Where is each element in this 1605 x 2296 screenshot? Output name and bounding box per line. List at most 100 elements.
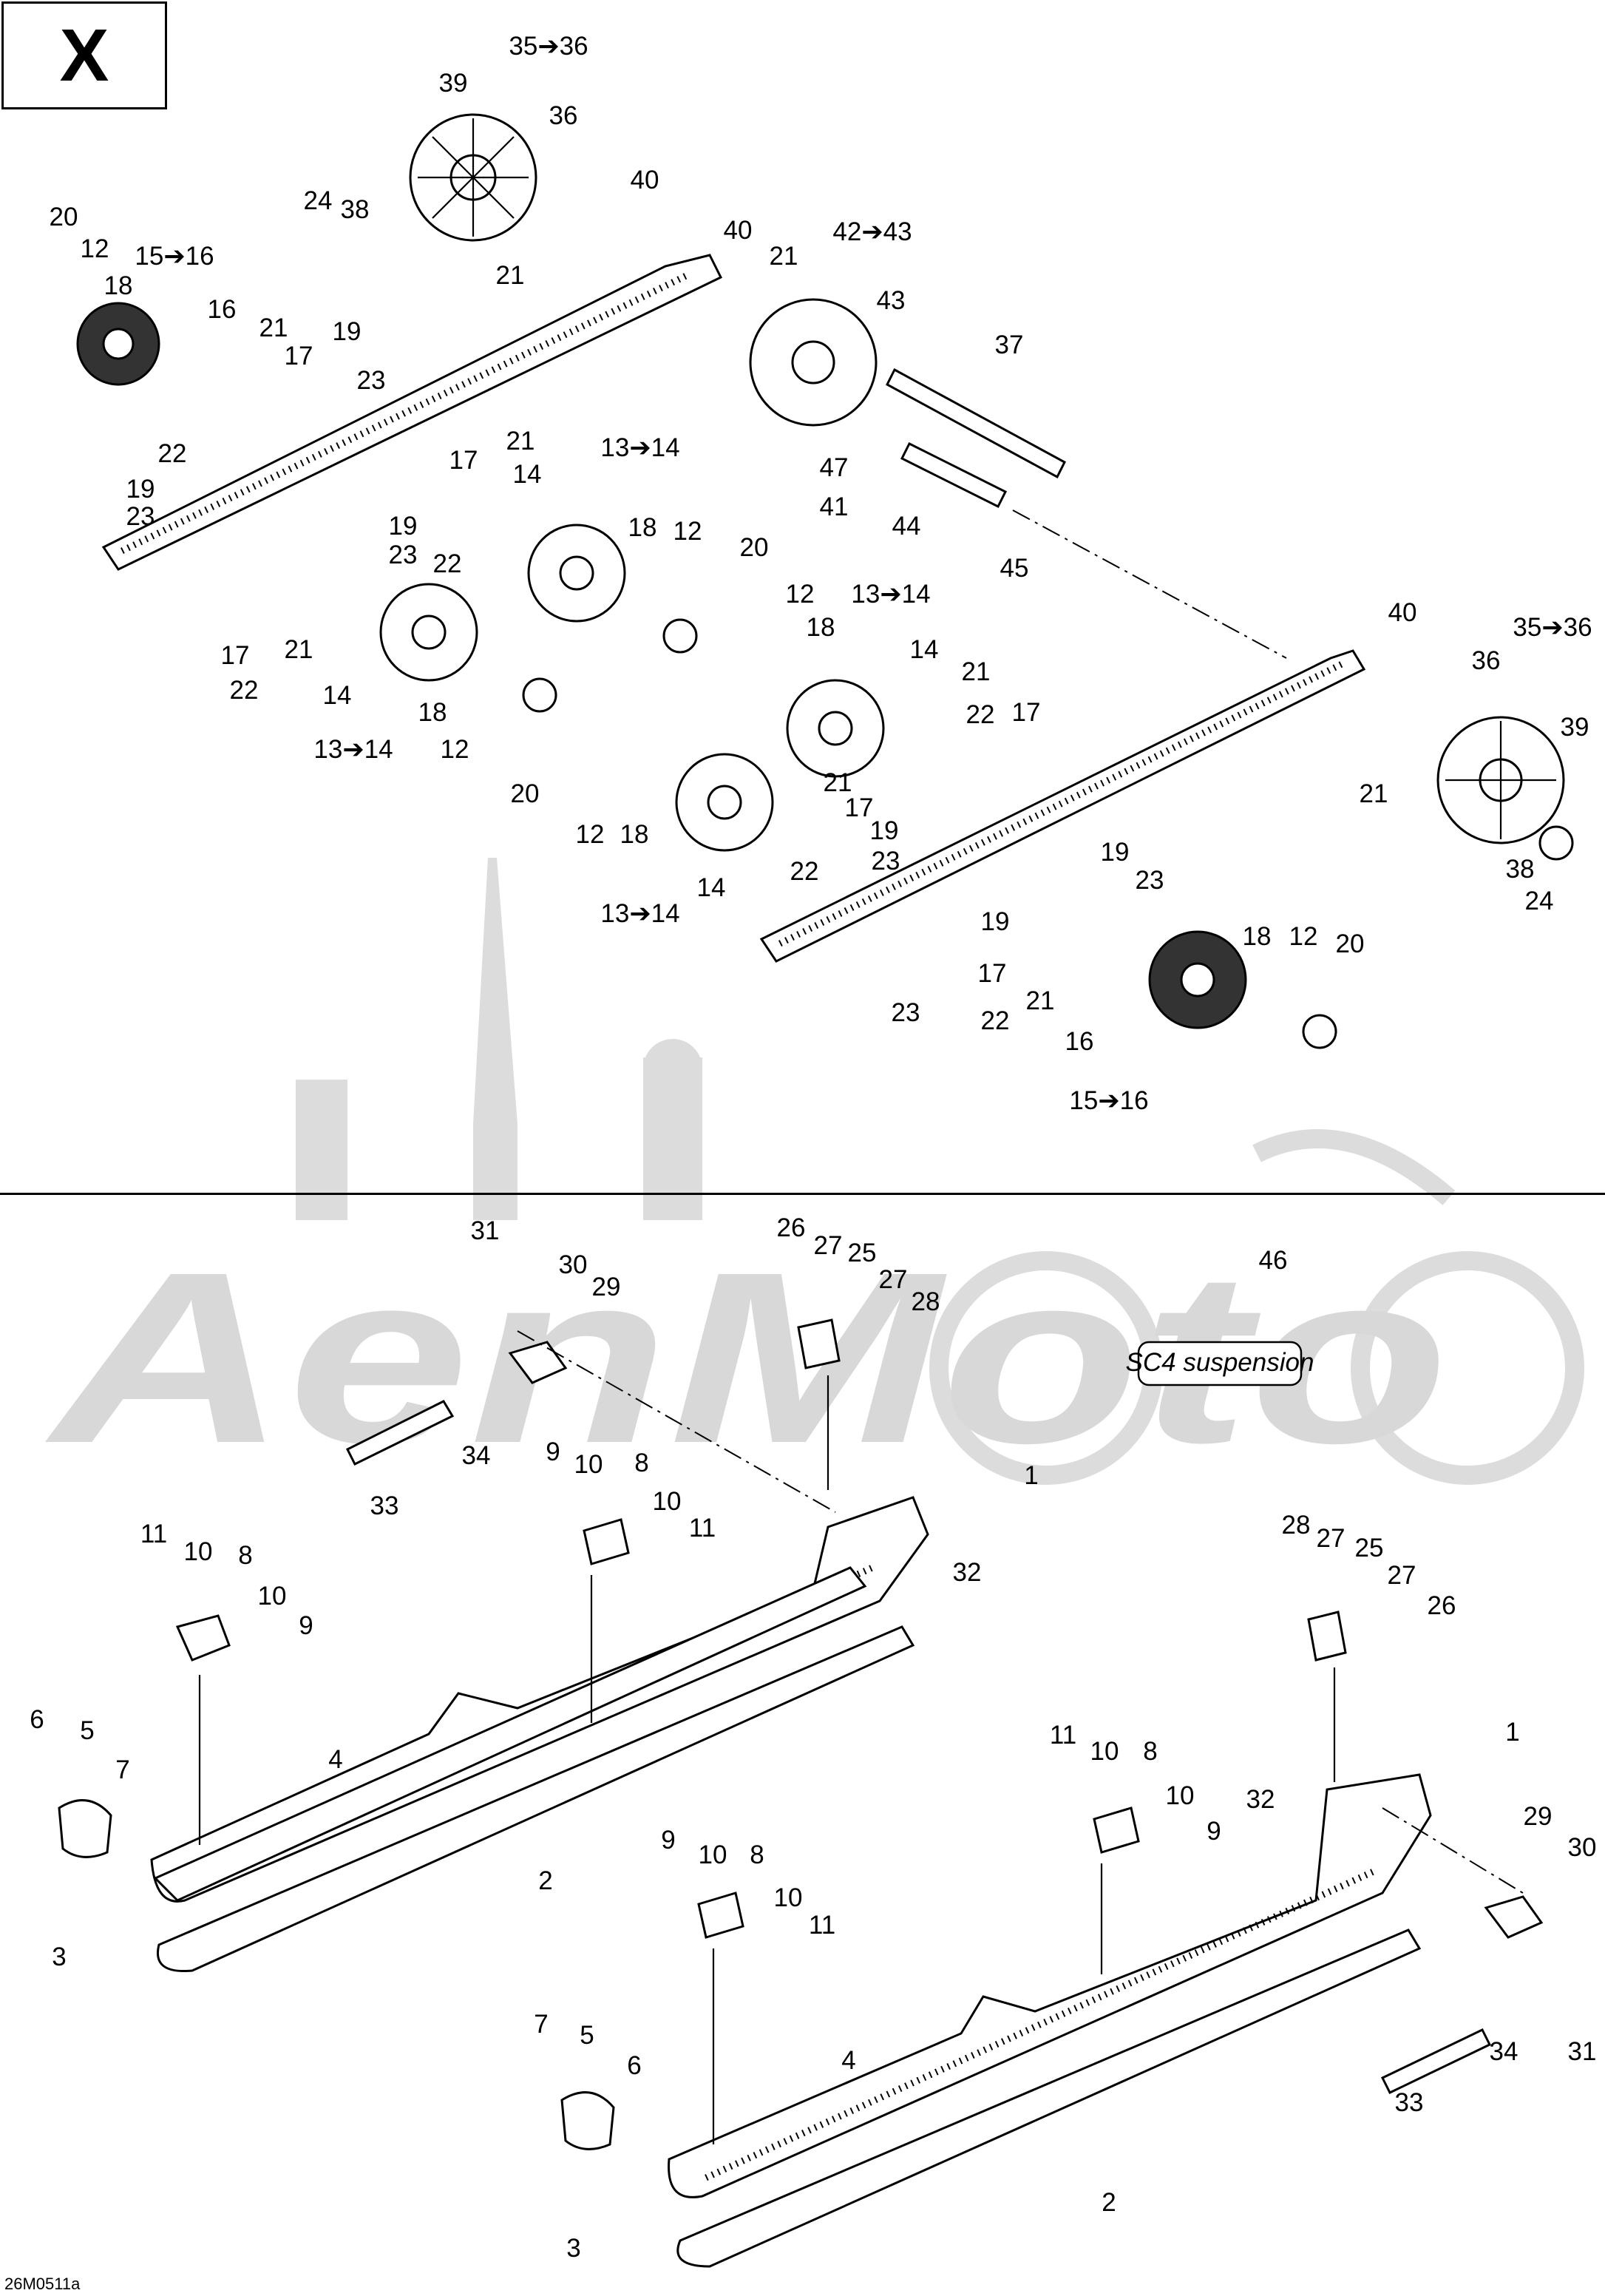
callout-label: 10: [1166, 1781, 1195, 1810]
callout-label: 20: [511, 779, 540, 808]
callout-label: 10: [774, 1883, 803, 1912]
callout-label: 32: [1246, 1785, 1275, 1814]
callout-label: 14: [910, 635, 939, 664]
section-divider: [0, 1193, 1605, 1195]
callout-label: 23: [389, 541, 418, 569]
callout-label: 17: [978, 959, 1007, 988]
bracket-29-right: [1484, 1895, 1544, 1939]
callout-label: 27: [879, 1265, 908, 1294]
callout-label: 9: [1207, 1817, 1221, 1846]
block-25-left: [797, 1318, 841, 1369]
callout-label: 22: [966, 700, 995, 729]
stopper-8-left-a: [175, 1614, 231, 1662]
wheel-13-c: [786, 679, 885, 778]
callout-label: 6: [30, 1705, 44, 1734]
callout-label: 15➔16: [135, 242, 214, 271]
callout-label: 43: [877, 286, 906, 315]
callout-label: 36: [1472, 646, 1501, 675]
callout-label: 23: [357, 366, 386, 395]
callout-label: 4: [841, 2046, 855, 2075]
callout-label: 12: [786, 580, 815, 609]
callout-label: 28: [1282, 1511, 1311, 1540]
callout-label: 33: [370, 1491, 399, 1520]
callout-label: 9: [546, 1437, 560, 1466]
block-25-right: [1307, 1611, 1347, 1662]
section-letter: X: [59, 14, 109, 97]
callout-label: 13➔14: [600, 899, 679, 928]
callout-label: 4: [328, 1745, 342, 1774]
callout-label: 26: [777, 1213, 806, 1242]
cap-20-a: [662, 618, 698, 654]
callout-label: 39: [439, 69, 468, 98]
callout-label: 38: [341, 195, 370, 224]
callout-label: 23: [1136, 866, 1164, 895]
callout-label: 19: [389, 512, 418, 541]
callout-label: 38: [1506, 855, 1535, 884]
callout-label: 2: [1102, 2188, 1116, 2217]
callout-label: 5: [580, 2021, 594, 2050]
callout-label: 20: [50, 203, 78, 231]
wheel-13-a: [527, 524, 626, 623]
callout-label: 8: [634, 1449, 648, 1477]
callout-label: 23: [892, 998, 920, 1027]
axle-centerline: [1012, 509, 1287, 659]
callout-label: 11: [1050, 1721, 1076, 1750]
lower-right-rail: [668, 1773, 1432, 2198]
callout-label: 23: [872, 847, 900, 876]
callout-label: 40: [1388, 598, 1417, 627]
callout-label: 22: [433, 549, 462, 578]
wheel-15-right: [1148, 930, 1247, 1029]
callout-label: 44: [892, 512, 921, 541]
stopper-8-left-b: [583, 1518, 630, 1565]
callout-label: 11: [689, 1514, 716, 1542]
callout-label: 17: [221, 641, 250, 670]
cap-20-b: [522, 677, 557, 713]
callout-label: 18: [628, 513, 657, 542]
lower-left-slide: [157, 1625, 915, 1973]
callout-label: 22: [790, 857, 819, 886]
cap-20-c: [1538, 825, 1574, 861]
callout-label: 36: [549, 101, 578, 130]
callout-label: 10: [258, 1582, 287, 1611]
callout-label: 16: [208, 295, 237, 324]
shaft-33-right: [1380, 2028, 1492, 2094]
callout-label: 12: [1289, 922, 1318, 951]
upper-left-rail: [101, 254, 723, 571]
callout-label: 27: [1317, 1524, 1346, 1553]
wheel-35-right: [1436, 716, 1565, 844]
callout-label: 10: [574, 1450, 603, 1479]
callout-label: 34: [1490, 2037, 1519, 2066]
wheel-15-left: [76, 302, 160, 386]
lower-right-slide: [676, 1928, 1422, 2268]
callout-label: 28: [912, 1287, 940, 1316]
callout-label: 26: [1428, 1591, 1456, 1620]
callout-label: 25: [1355, 1534, 1384, 1562]
callout-label: 21: [770, 242, 798, 271]
callout-label: 24: [304, 186, 333, 215]
callout-label: 18: [807, 613, 835, 642]
callout-label: 8: [238, 1541, 252, 1570]
callout-label: 21: [285, 635, 313, 664]
callout-label: 30: [559, 1250, 588, 1279]
callout-label: 12: [81, 234, 109, 263]
shaft-centerline-left: [517, 1330, 836, 1513]
callout-label: 20: [740, 533, 769, 562]
sc4-logo-text: SC4 suspension: [1126, 1348, 1314, 1377]
callout-label: 17: [285, 342, 313, 370]
callout-label: 23: [126, 502, 155, 531]
callout-label: 22: [981, 1006, 1010, 1035]
axle-37: [886, 368, 1066, 479]
callout-label: 12: [673, 517, 702, 546]
callout-label: 11: [140, 1520, 167, 1548]
callout-label: 39: [1561, 713, 1589, 742]
callout-label: 45: [1000, 554, 1029, 583]
cap-20-d: [1302, 1014, 1337, 1049]
bracket-29-left: [508, 1341, 568, 1384]
callout-label: 13➔14: [313, 735, 393, 764]
callout-label: 37: [995, 331, 1024, 359]
callout-label: 35➔36: [1513, 613, 1592, 642]
